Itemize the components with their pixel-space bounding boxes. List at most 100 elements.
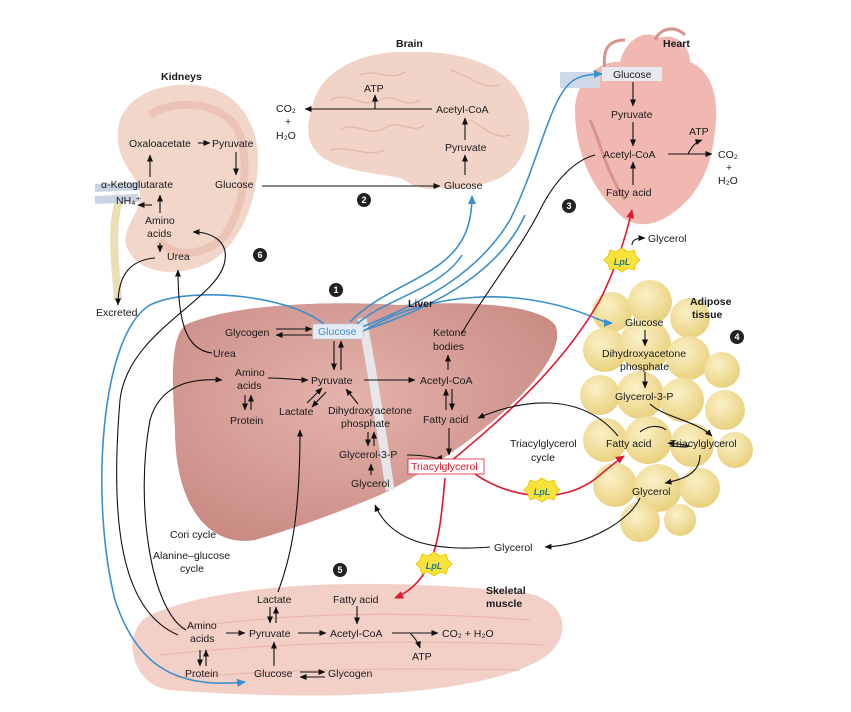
title-liver: Liver [408,298,433,310]
muscle-pyruvate: Pyruvate [249,628,291,640]
kidney-urea: Urea [167,251,190,263]
alanine-cycle-1: Alanine–glucose [153,550,230,562]
adipose-dhap-2: phosphate [620,361,669,373]
kidney-nh4: NH₄⁺ [116,195,141,207]
adipose-triacylglycerol: Triacylglycerol [670,438,737,450]
alanine-cycle-2: cycle [180,563,204,575]
route-muscle-amino-to-kidney [116,229,226,636]
muscle-shape [132,583,563,696]
ureter [110,193,124,301]
cori-cycle: Cori cycle [170,529,216,541]
arrow-liver-lactate-pyr [306,387,323,404]
route-liver-glucose-to-muscle [101,294,331,687]
heart-acetyl-coa: Acetyl-CoA [603,149,656,161]
muscle-amino-1: Amino [187,620,217,632]
kidney-oxaloacetate: Oxaloacetate [129,138,191,150]
liver-fatty-acid: Fatty acid [423,414,469,426]
kidney-glucose: Glucose [215,179,254,191]
title-heart: Heart [663,38,690,50]
heart-pyruvate: Pyruvate [611,109,653,121]
brain-h2o: H₂O [276,130,296,142]
adipose-shape [580,280,753,542]
muscle-glucose: Glucose [254,668,293,680]
renal-vessels [94,182,141,204]
lpl-label: LpL [614,257,631,267]
route-ketone-to-heart [461,154,596,334]
heart-glucose-box [602,67,662,81]
title-muscle-2: muscle [486,598,522,610]
arrow-mus-atp [409,632,421,649]
brain-atp: ATP [364,83,384,95]
title-adipose-2: tissue [692,309,723,321]
muscle-acetyl-coa: Acetyl-CoA [330,628,383,640]
kidney-ketoglutarate: α-Ketoglutarate [101,179,173,191]
route-liver-glucose-to-heart-2 [364,214,526,331]
kidney-medulla [147,100,249,257]
liver-glycerol-3p: Glycerol-3-P [339,449,397,461]
liver-ketone-2: bodies [433,341,464,353]
marker-5: 5 [333,563,347,577]
brain-plus: + [285,116,291,128]
heart-fatty-acid: Fatty acid [606,187,652,199]
muscle-atp: ATP [412,651,432,663]
liver-glucose-box [312,323,364,340]
liver-protein: Protein [230,415,263,427]
adipose-dhap-1: Dihydroxyacetone [602,348,686,360]
kidney-excreted: Excreted [96,307,138,319]
lpl-badge-muscle: LpL [415,551,453,577]
brain-acetyl-coa: Acetyl-CoA [436,104,489,116]
blood-glycerol: Glycerol [494,542,533,554]
liver-pyruvate: Pyruvate [311,375,353,387]
route-blood-glycerol-to-liver [374,504,491,549]
liver-glycogen: Glycogen [225,327,270,339]
arrow-adi-fa-cycle [639,425,667,433]
liver-tag-box [407,458,485,475]
route-liver-glucose-to-brain-2 [355,254,463,326]
heart-atp: ATP [689,126,709,138]
route-liver-glucose-to-heart [361,70,603,328]
liver-urea: Urea [213,348,236,360]
liver-dhap-2: phosphate [341,418,390,430]
svg-text:1: 1 [333,285,338,295]
title-adipose-1: Adipose [690,296,732,308]
arrow-adi-tag-fa [667,440,690,448]
liver-lactate: Lactate [279,406,314,418]
liver-amino-1: Amino [235,367,265,379]
route-tag-to-heart [449,209,635,463]
muscle-fatty-acid: Fatty acid [333,594,379,606]
route-adipose-fa-to-liver [477,402,619,437]
route-liver-urea-to-kidney [175,269,213,354]
svg-text:3: 3 [566,201,571,211]
svg-text:6: 6 [257,250,262,260]
liver-amino-2: acids [237,380,262,392]
marker-1: 1 [329,283,343,297]
heart-h2o: H₂O [718,175,738,187]
muscle-co2-h2o: CO₂ + H₂O [442,628,494,640]
marker-2: 2 [357,193,371,207]
heart-glucose: Glucose [613,69,652,81]
lpl-badge-adipose: LpL [523,477,561,503]
brain-shape [308,51,530,189]
adipose-fatty-acid: Fatty acid [606,438,652,450]
kidney-amino-1: Amino [145,215,175,227]
lpl-label: LpL [426,561,443,571]
gallbladder-ligament [357,317,395,491]
route-liver-glucose-to-adipose [359,296,613,334]
brain-co2: CO₂ [276,103,296,115]
kidney-shape [117,84,258,272]
heart-co2: CO₂ [718,149,738,161]
route-kidney-urea-excreted [115,257,156,306]
muscle-protein: Protein [185,668,218,680]
tag-cycle-1: Triacylglycerol [510,438,577,450]
title-brain: Brain [396,38,423,50]
liver-acetyl-coa: Acetyl-CoA [420,375,473,387]
liver-triacylglycerol: Triacylglycerol [411,461,478,473]
arrow-liver-dhap-pyr [345,388,359,405]
arrow-liver-aa-pyr [267,376,309,383]
muscle-glycogen: Glycogen [328,668,373,680]
arrow-heart-atp [687,139,703,155]
arrow-adi-g3p-tag [649,403,713,437]
kidney-amino-2: acids [147,228,172,240]
arrow-liver-pyr-lactate [311,391,327,408]
